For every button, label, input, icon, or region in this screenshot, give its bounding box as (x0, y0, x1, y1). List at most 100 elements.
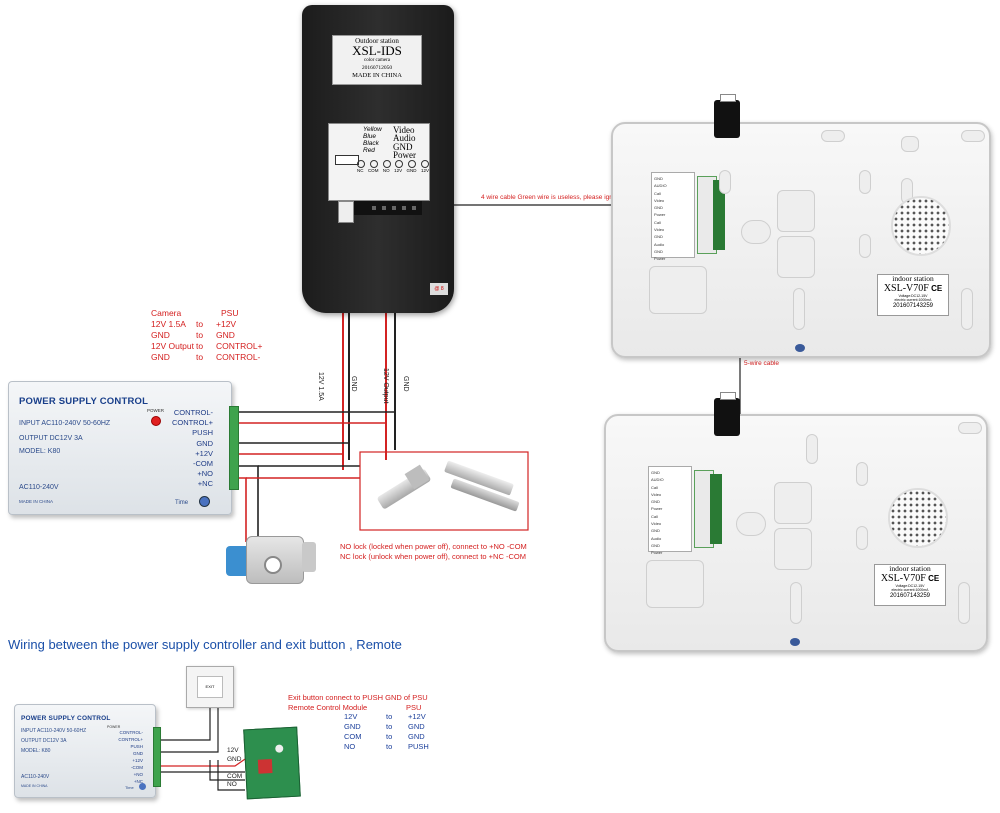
wire-push-exit (160, 705, 211, 741)
section-heading: Wiring between the power supply controll… (8, 637, 402, 652)
wire-function-power: Power (393, 149, 416, 160)
five-wire-cable-label: 5-wire cable (744, 360, 780, 367)
wire-color-blue: Blue (363, 133, 377, 140)
outdoor-terminal-block (342, 201, 422, 215)
term-control-plus: CONTROL+ (171, 418, 213, 428)
indoor-monitor-top: GND AUDIO Call Video GND Power Call Vide… (611, 122, 991, 358)
lock-note-no: NO lock (locked when power off), connect… (340, 542, 527, 551)
port-labels-bottom: GND AUDIO Call Video GND Power Call Vide… (651, 470, 664, 556)
plate-model: XSL-IDS (352, 43, 402, 58)
tab-f (821, 130, 845, 142)
wire-no-remote (217, 760, 245, 791)
outdoor-connector-white (338, 201, 354, 223)
pin-dots (357, 160, 429, 168)
plate-serial: 20160712050 (361, 65, 393, 71)
power-adapter-top (714, 94, 740, 138)
port-panel-top: GND AUDIO Call Video GND Power Call Vide… (651, 172, 695, 261)
exit-remote-notes: Exit button connect to PUSH GND of PSU R… (288, 693, 428, 712)
port-panel-bottom: GND AUDIO Call Video GND Power Call Vide… (648, 466, 692, 555)
label-12v-output: 12V Output (382, 368, 389, 404)
exit-note: Exit button connect to PUSH GND of PSU (288, 693, 428, 702)
tab-m (958, 582, 970, 624)
psu-input: INPUT AC110-240V 50-60HZ (19, 420, 111, 427)
term-push: PUSH (192, 428, 213, 438)
outdoor-station-label-plate: Outdoor station XSL-IDS color camera 201… (332, 35, 422, 85)
port-labels-top: GND AUDIO Call Video GND Power Call Vide… (654, 176, 667, 262)
term-control-minus: CONTROL- (173, 408, 213, 417)
speaker-grille-bottom (888, 488, 948, 548)
pin-no: NO (382, 168, 390, 173)
psu-title: POWER SUPPLY CONTROL (19, 396, 149, 407)
outdoor-station: Outdoor station XSL-IDS color camera 201… (302, 5, 454, 313)
lock-notes: NO lock (locked when power off), connect… (340, 542, 527, 562)
plate-made-in: MADE IN CHINA (352, 72, 402, 79)
wire-12v-remote (160, 756, 249, 767)
psu-output: OUTPUT DC12V 3A (19, 435, 83, 442)
remote-module-labels: 12V GND COM NO (227, 747, 243, 789)
psu-small-model: MODEL: K80 (21, 748, 51, 754)
slot-2 (777, 236, 815, 278)
tab-d (793, 288, 805, 330)
psu-made: MADE IN CHINA (19, 499, 54, 504)
wire-color-yellow: Yellow (363, 126, 382, 133)
wire-com-remote (209, 760, 245, 781)
term-com: -COM (193, 459, 213, 469)
wire-function-audio: Audio (393, 133, 416, 144)
tab-n (806, 434, 818, 464)
exit-button-text: EXIT (205, 684, 215, 689)
wire-gnd-exit (160, 705, 219, 753)
power-led-icon (151, 416, 161, 426)
pin-nc: NC (357, 168, 364, 173)
power-supply-control-main: POWER SUPPLY CONTROL POWER INPUT AC110-2… (8, 381, 239, 515)
green-board-bottom (710, 474, 722, 544)
lock-note-nc: NC lock (unlock when power off), connect… (340, 552, 526, 561)
wire-function-video: Video (393, 125, 415, 135)
psu-small-power: POWER (107, 725, 121, 729)
exit-button: EXIT (186, 666, 234, 708)
wire-function-column: Video Audio GND Power (393, 125, 416, 160)
tab-e (961, 288, 973, 330)
indoor-monitor-bottom: GND AUDIO Call Video GND Power Call Vide… (604, 414, 988, 652)
outdoor-tag: @ 8 (430, 283, 448, 295)
term-gnd: GND (196, 438, 213, 448)
monitor-label-bottom: indoor station XSL-V70F CE Voltage:DC12-… (874, 564, 946, 606)
label-12v-15a: 12V 1.5A (317, 372, 324, 401)
psu-small-output: OUTPUT DC12V 3A (21, 738, 67, 744)
power-adapter-bottom (714, 392, 740, 436)
remote-control-module (243, 726, 301, 800)
monitor-label-top: indoor station XSL-V70F CE Voltage:DC12-… (877, 274, 949, 316)
term-no: +NO (197, 469, 213, 479)
plate-title: Outdoor station (355, 37, 399, 45)
time-knob-icon (199, 496, 210, 507)
psu-small-terminal-block (153, 727, 161, 787)
screw-icon-top (795, 344, 805, 352)
tab-g (961, 130, 985, 142)
term-12v: +12V (195, 448, 213, 458)
label-gnd-2: GND (402, 376, 409, 392)
hdr-camera: Camera (151, 308, 182, 318)
slot-1 (777, 190, 815, 232)
psu-model: MODEL: K80 (19, 448, 61, 455)
lock-options-box (359, 451, 529, 531)
exit-button-inner: EXIT (197, 676, 223, 698)
psu-time: Time (175, 500, 189, 506)
tab-h (901, 136, 919, 152)
psu-power-label: POWER (147, 408, 165, 413)
slot-4 (774, 528, 812, 570)
power-supply-control-small: POWER SUPPLY CONTROL POWER INPUT AC110-2… (14, 704, 161, 798)
magnetic-lock-image (444, 460, 522, 512)
tab-k (856, 526, 868, 550)
connector-4pin (335, 155, 359, 165)
label-sticker-bottom (646, 560, 704, 608)
tab-c (859, 234, 871, 258)
tab-o (958, 422, 982, 434)
label-gnd-1: GND (350, 376, 357, 392)
psu-ac: AC110-240V (19, 484, 59, 491)
